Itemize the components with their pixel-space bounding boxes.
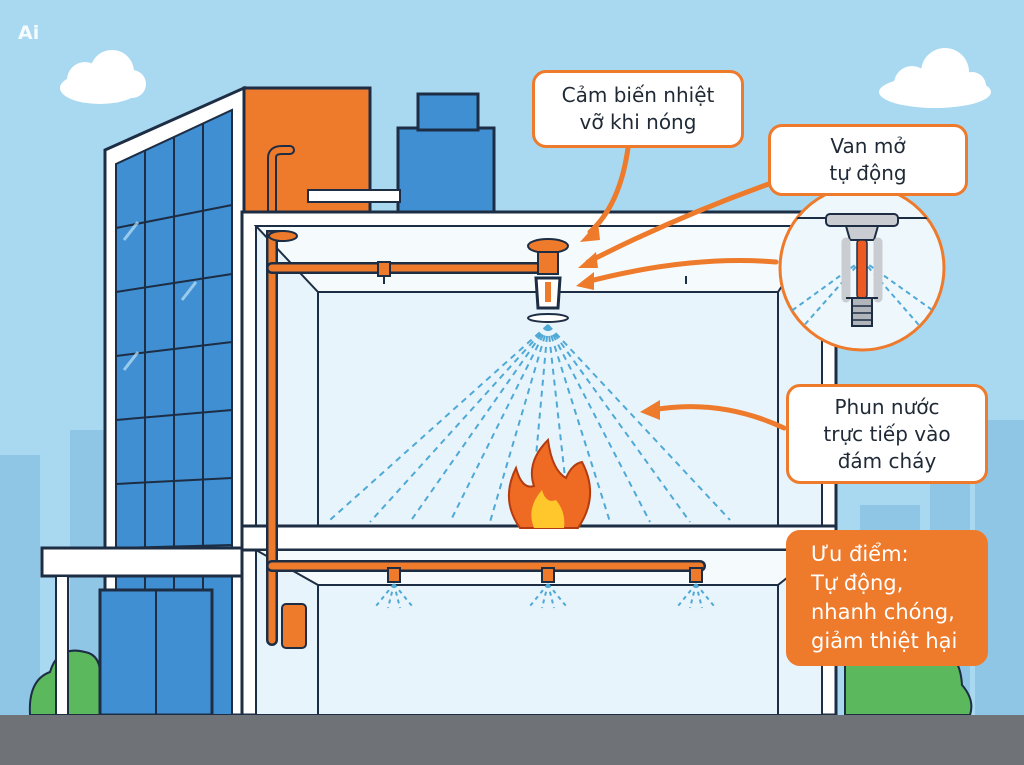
ground-strip — [0, 715, 1024, 765]
callout-spray-line3: đám cháy — [837, 448, 937, 473]
rooftop-hvac-unit — [396, 126, 496, 214]
callout-advantages-line3: nhanh chóng, — [811, 600, 955, 624]
main-sprinkler-head — [527, 238, 569, 323]
callout-valve: Van mở tự động — [768, 124, 968, 196]
sprinkler-head-icon — [375, 567, 413, 609]
callout-advantages: Ưu điểm: Tự động, nhanh chóng, giảm thiệ… — [786, 530, 988, 666]
tree-icon — [28, 649, 110, 716]
water-spray — [329, 324, 731, 523]
callout-spray-line2: trực tiếp vào — [823, 421, 951, 446]
control-valve-box — [281, 603, 307, 649]
arrow-heads — [576, 222, 660, 420]
callout-advantages-line4: giảm thiệt hại — [811, 629, 958, 653]
sprinkler-zoom-detail — [778, 184, 946, 352]
ai-logo: Ai — [18, 22, 40, 44]
callout-valve-line1: Van mở — [830, 134, 906, 158]
cloud-icon — [60, 50, 146, 104]
callout-sensor: Cảm biến nhiệt vỡ khi nóng — [532, 70, 744, 148]
sprinkler-head-icon — [677, 567, 715, 609]
arrow-valve — [585, 177, 783, 265]
callout-sensor-line1: Cảm biến nhiệt — [561, 83, 715, 107]
sprinkler-head-icon — [377, 261, 391, 284]
arrow-zoom — [583, 258, 779, 285]
callout-spray-line1: Phun nước — [834, 394, 940, 419]
callout-spray: Phun nước trực tiếp vào đám cháy — [786, 384, 988, 484]
callout-advantages-line2: Tự động, — [811, 571, 904, 595]
cloud-icon — [879, 48, 991, 108]
fire-icon — [507, 437, 592, 529]
lower-sprinklers — [375, 567, 715, 609]
callout-sensor-line2: vỡ khi nóng — [579, 110, 697, 134]
arrow-spray — [649, 404, 787, 431]
sprinkler-head-icon — [529, 567, 567, 609]
entrance-canopy — [40, 546, 262, 717]
callout-advantages-line1: Ưu điểm: — [811, 542, 909, 566]
callout-valve-line2: tự động — [829, 161, 907, 185]
